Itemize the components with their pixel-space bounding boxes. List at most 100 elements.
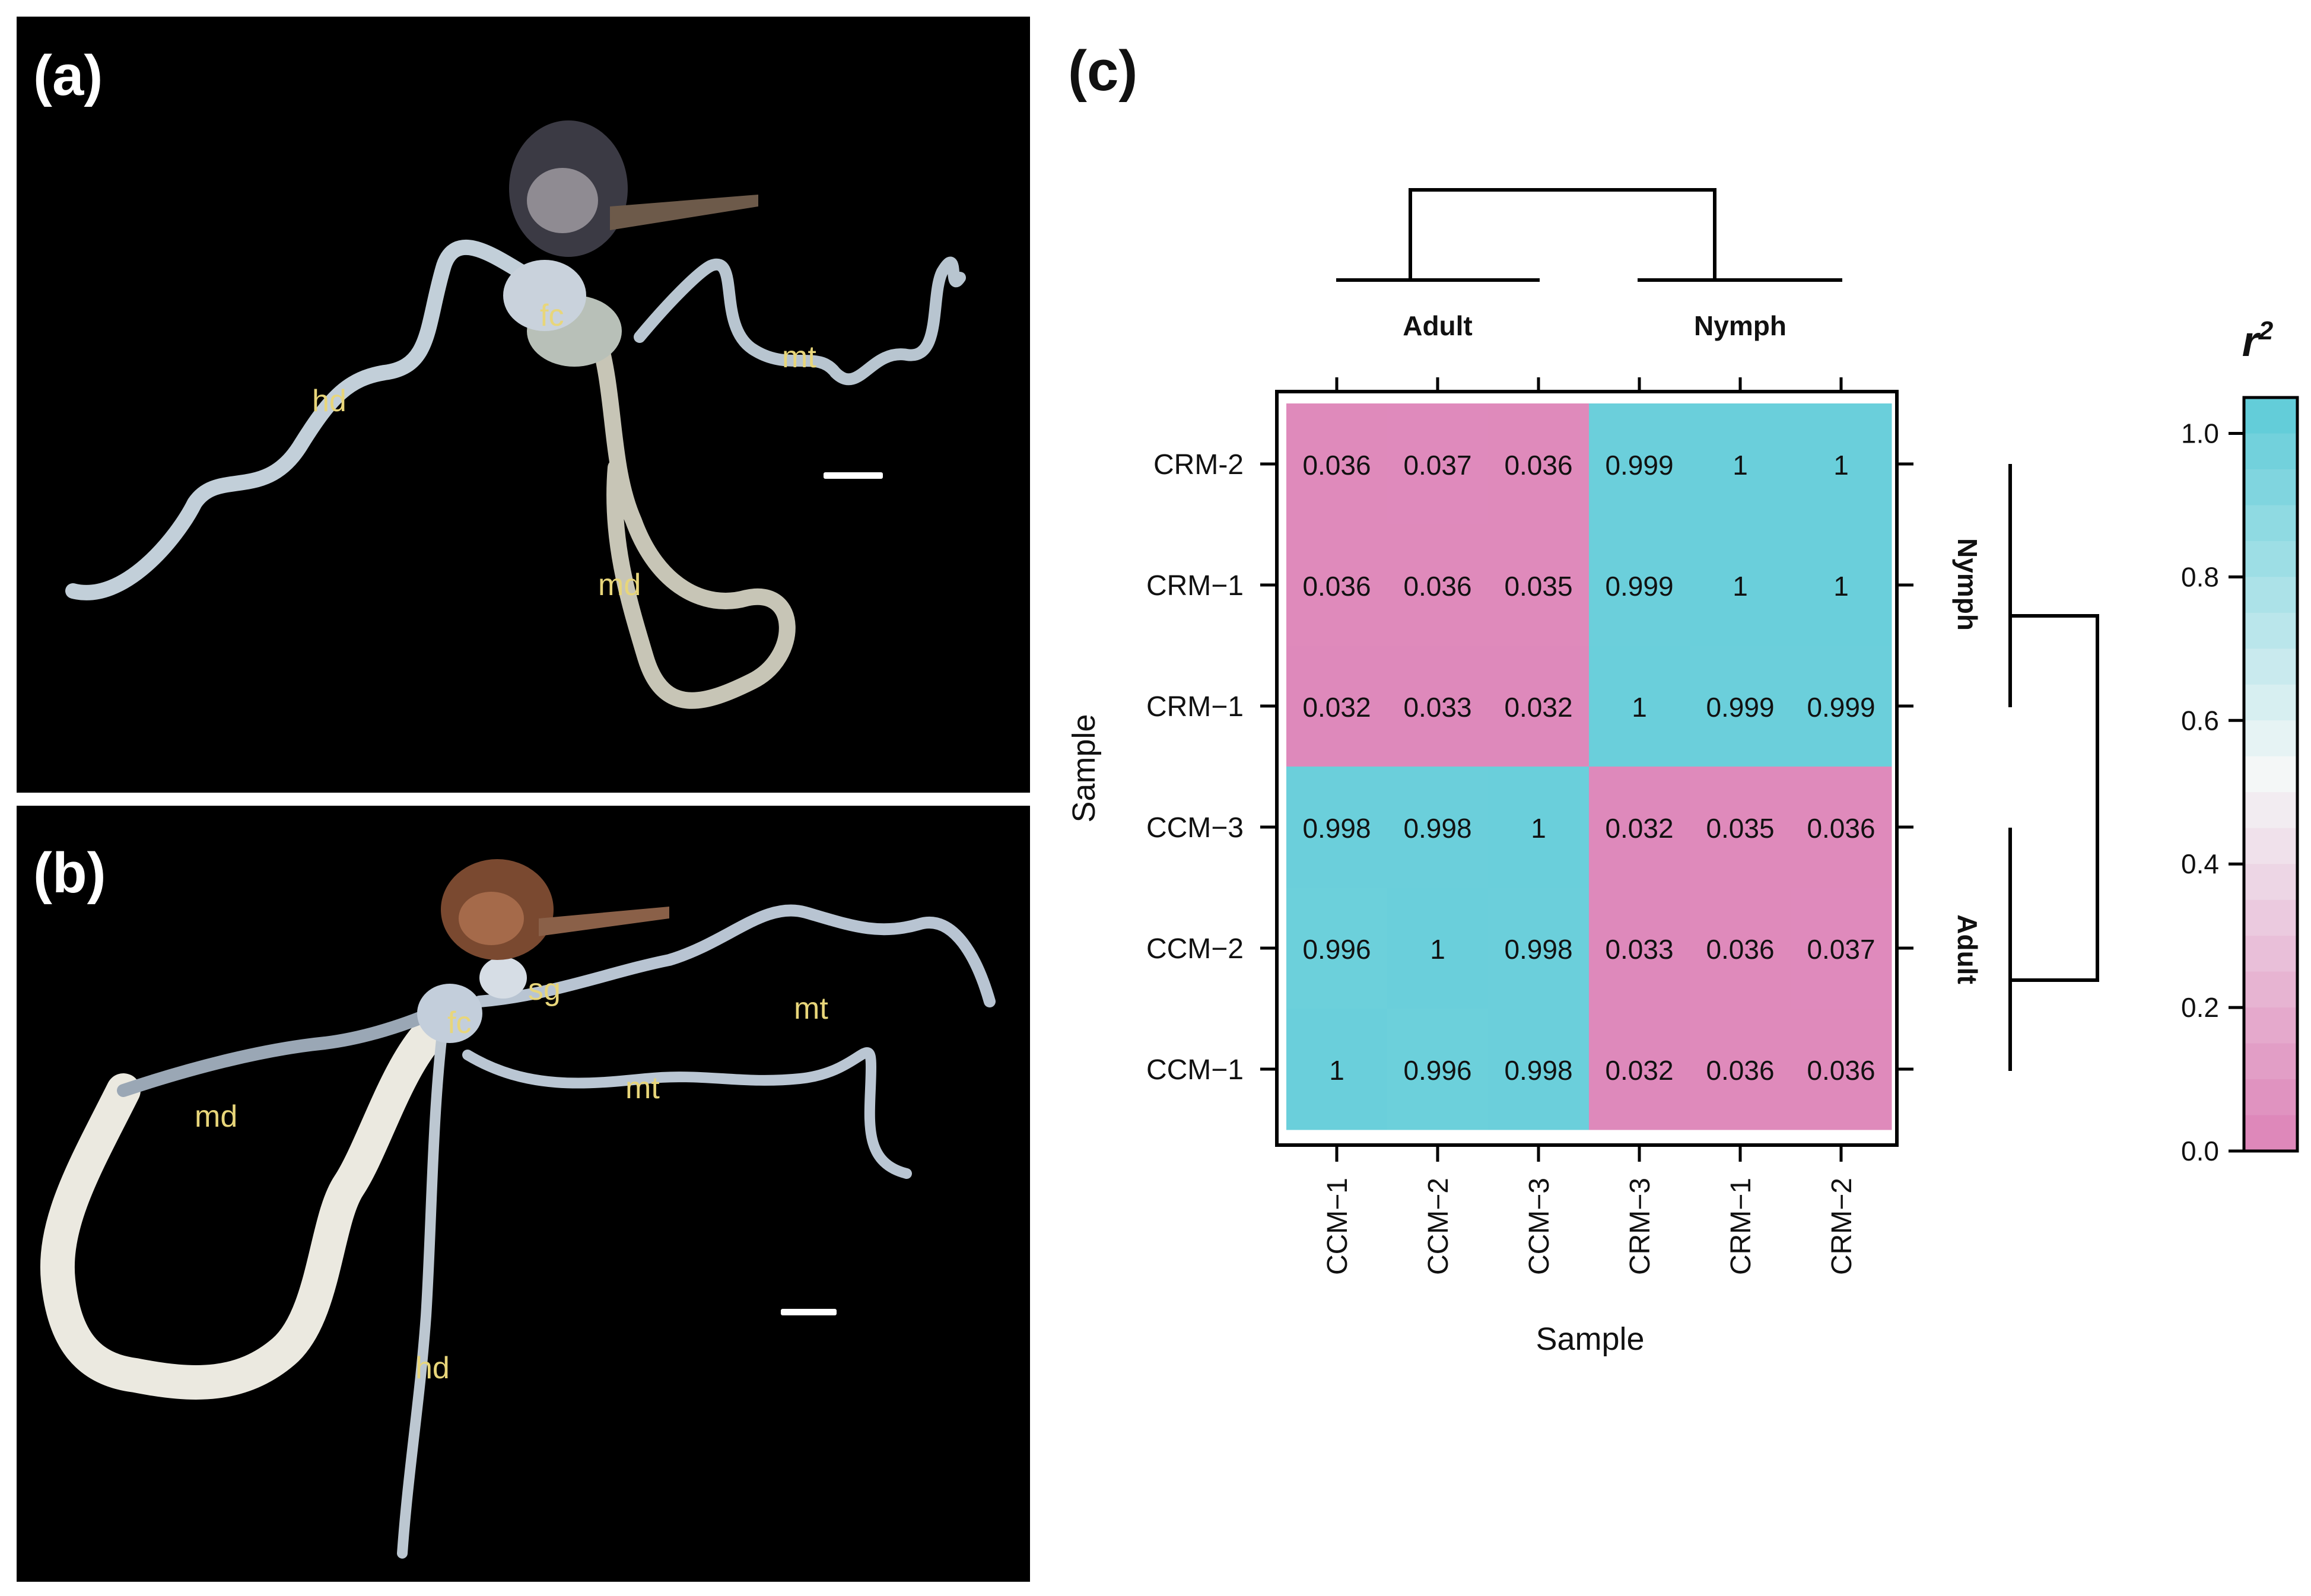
dissection-photo-b: (b) sg fc md mt mt hd	[17, 806, 1030, 1582]
colorbar-step	[2244, 684, 2297, 721]
heatmap-cell	[1488, 403, 1590, 525]
heatmap-cell-label: 0.036	[1807, 813, 1875, 844]
heatmap-cell-label: 1	[1632, 692, 1647, 723]
heatmap-cell	[1589, 888, 1690, 1009]
colorbar-tick-label: 0.0	[2181, 1136, 2219, 1166]
heatmap-cell-label: 0.037	[1807, 934, 1875, 965]
label-sg: sg	[528, 972, 561, 1007]
heatmap-cell	[1387, 646, 1489, 767]
label-mt: mt	[782, 340, 816, 374]
x-tick-label: CRM−1	[1725, 1178, 1757, 1275]
heatmap-cell	[1589, 1009, 1690, 1130]
colorbar-step	[2244, 792, 2297, 829]
column-group-label: Nymph	[1694, 310, 1787, 341]
heatmap-cell	[1286, 888, 1388, 1009]
colorbar-step	[2244, 756, 2297, 793]
heatmap-cell	[1488, 767, 1590, 888]
colorbar: 0.00.20.40.60.81.0	[2181, 396, 2299, 1166]
colorbar-step	[2244, 720, 2297, 757]
x-tick-label: CCM−3	[1524, 1178, 1555, 1275]
heatmap-cell-label: 0.999	[1605, 571, 1673, 602]
heatmap-cell-label: 0.033	[1605, 934, 1673, 965]
heatmap-cell	[1791, 767, 1892, 888]
heatmap-cell-label: 0.999	[1706, 692, 1774, 723]
scale-bar-b	[781, 1309, 837, 1315]
heatmap-cell	[1387, 524, 1489, 646]
heatmap-cell-label: 1	[1733, 571, 1748, 602]
y-tick-label: CCM−2	[1146, 933, 1244, 965]
label-fc: fc	[447, 1006, 472, 1040]
heatmap-cell-label: 0.996	[1302, 934, 1371, 965]
heatmap-cell	[1791, 1009, 1892, 1130]
colorbar-frame	[2242, 396, 2299, 1153]
colorbar-step	[2244, 1079, 2297, 1116]
x-tick-label: CCM−1	[1322, 1178, 1353, 1275]
heatmap-cell-label: 1	[1733, 450, 1748, 481]
colorbar-tick-label: 0.8	[2181, 561, 2219, 592]
heatmap-cell	[1791, 524, 1892, 646]
colorbar-step	[2244, 899, 2297, 936]
heatmap-cell-label: 0.998	[1302, 813, 1371, 844]
heatmap-cell-label: 0.035	[1504, 571, 1572, 602]
colorbar-step	[2244, 864, 2297, 901]
y-tick-label: CRM-2	[1153, 449, 1244, 481]
colorbar-step	[2244, 828, 2297, 864]
y-tick-label: CCM−1	[1146, 1054, 1244, 1086]
colorbar-step	[2244, 1043, 2297, 1080]
colorbar-tick-label: 0.6	[2181, 705, 2219, 736]
y-tick-label: CRM−1	[1146, 691, 1244, 723]
heatmap-cell	[1589, 767, 1690, 888]
heatmap-cell	[1488, 646, 1590, 767]
heatmap-cell	[1488, 888, 1590, 1009]
heatmap-cell-label: 0.999	[1605, 450, 1673, 481]
label-md: md	[195, 1099, 238, 1134]
heatmap-cell	[1387, 403, 1489, 525]
heatmap-cell-label: 0.035	[1706, 813, 1774, 844]
heatmap-cell-label: 0.998	[1504, 1055, 1572, 1086]
heatmap-cell-label: 0.036	[1706, 1055, 1774, 1086]
label-md: md	[598, 568, 641, 602]
heatmap-cell	[1286, 524, 1388, 646]
heatmap-cell	[1690, 403, 1791, 525]
x-axis-label: Sample	[1536, 1321, 1644, 1357]
colorbar-step	[2244, 971, 2297, 1008]
heatmap-cell	[1690, 1009, 1791, 1130]
heatmap-cell-label: 0.036	[1302, 450, 1371, 481]
dendrograms	[1336, 188, 2099, 1071]
heatmap-cell	[1286, 403, 1388, 525]
heatmap-cell	[1791, 646, 1892, 767]
colorbar-step	[2244, 936, 2297, 972]
y-tick-label: CCM−3	[1146, 812, 1244, 844]
colorbar-step	[2244, 577, 2297, 613]
heatmap-cell-label: 0.036	[1403, 571, 1471, 602]
heatmap-cell-label: 0.032	[1504, 692, 1572, 723]
label-mt-lower: mt	[625, 1071, 660, 1105]
colorbar-tick-label: 1.0	[2181, 418, 2219, 449]
colorbar-step	[2244, 1115, 2297, 1152]
colorbar-step	[2244, 505, 2297, 542]
gut-illustration-a	[65, 120, 966, 709]
heatmap-cell-label: 0.036	[1807, 1055, 1875, 1086]
heatmap-cell	[1690, 888, 1791, 1009]
heatmap-cell	[1488, 1009, 1590, 1130]
colorbar-tick-label: 0.2	[2181, 992, 2219, 1023]
row-group-label: Nymph	[1952, 538, 1983, 631]
panel-letter-a: (a)	[33, 44, 103, 107]
heatmap-cell	[1387, 888, 1489, 1009]
heatmap-cell	[1589, 403, 1690, 525]
heatmap-cell	[1791, 403, 1892, 525]
heatmap-cell-label: 0.032	[1302, 692, 1371, 723]
heatmap-cell-label: 0.999	[1807, 692, 1875, 723]
heatmap-cell-label: 0.036	[1706, 934, 1774, 965]
heatmap-cell	[1589, 646, 1690, 767]
column-group-label: Adult	[1403, 310, 1473, 341]
heatmap-cell-label: 0.996	[1403, 1055, 1471, 1086]
colorbar-step	[2244, 612, 2297, 649]
dissection-photo-a: (a) fc hd mt md	[17, 17, 1030, 793]
heatmap-cell	[1387, 767, 1489, 888]
label-mt-upper: mt	[794, 991, 828, 1026]
panel-letter-b: (b)	[33, 841, 106, 905]
x-tick-label: CCM−2	[1423, 1178, 1454, 1275]
